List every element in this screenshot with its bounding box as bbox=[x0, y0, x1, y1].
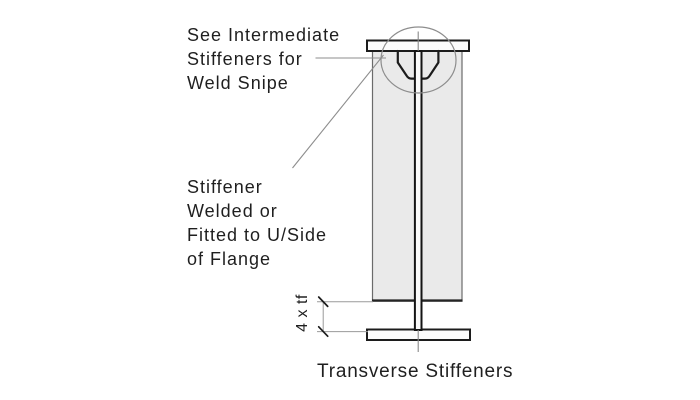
annotation-weld-snipe: See Intermediate Stiffeners for Weld Sni… bbox=[187, 23, 340, 95]
annotation-stiffener-line-2: Welded or bbox=[187, 201, 278, 221]
annotation-stiffener-line-4: of Flange bbox=[187, 249, 272, 269]
leader-line-stiffener bbox=[292, 54, 384, 169]
dimension-label: 4 x tf bbox=[294, 294, 311, 332]
annotation-weld-snipe-line-2: Stiffeners for bbox=[187, 49, 303, 69]
dimension-tick-bottom bbox=[317, 325, 329, 338]
figure-caption: Transverse Stiffeners bbox=[317, 361, 514, 382]
annotation-weld-snipe-line-1: See Intermediate bbox=[187, 25, 341, 45]
annotation-stiffener: Stiffener Welded or Fitted to U/Side of … bbox=[187, 175, 327, 271]
annotation-stiffener-line-1: Stiffener bbox=[187, 177, 263, 197]
detail-circle bbox=[380, 26, 457, 94]
annotation-weld-snipe-line-3: Weld Snipe bbox=[187, 73, 289, 93]
dimension-tick-top bbox=[317, 296, 329, 308]
annotation-stiffener-line-3: Fitted to U/Side bbox=[187, 225, 328, 245]
